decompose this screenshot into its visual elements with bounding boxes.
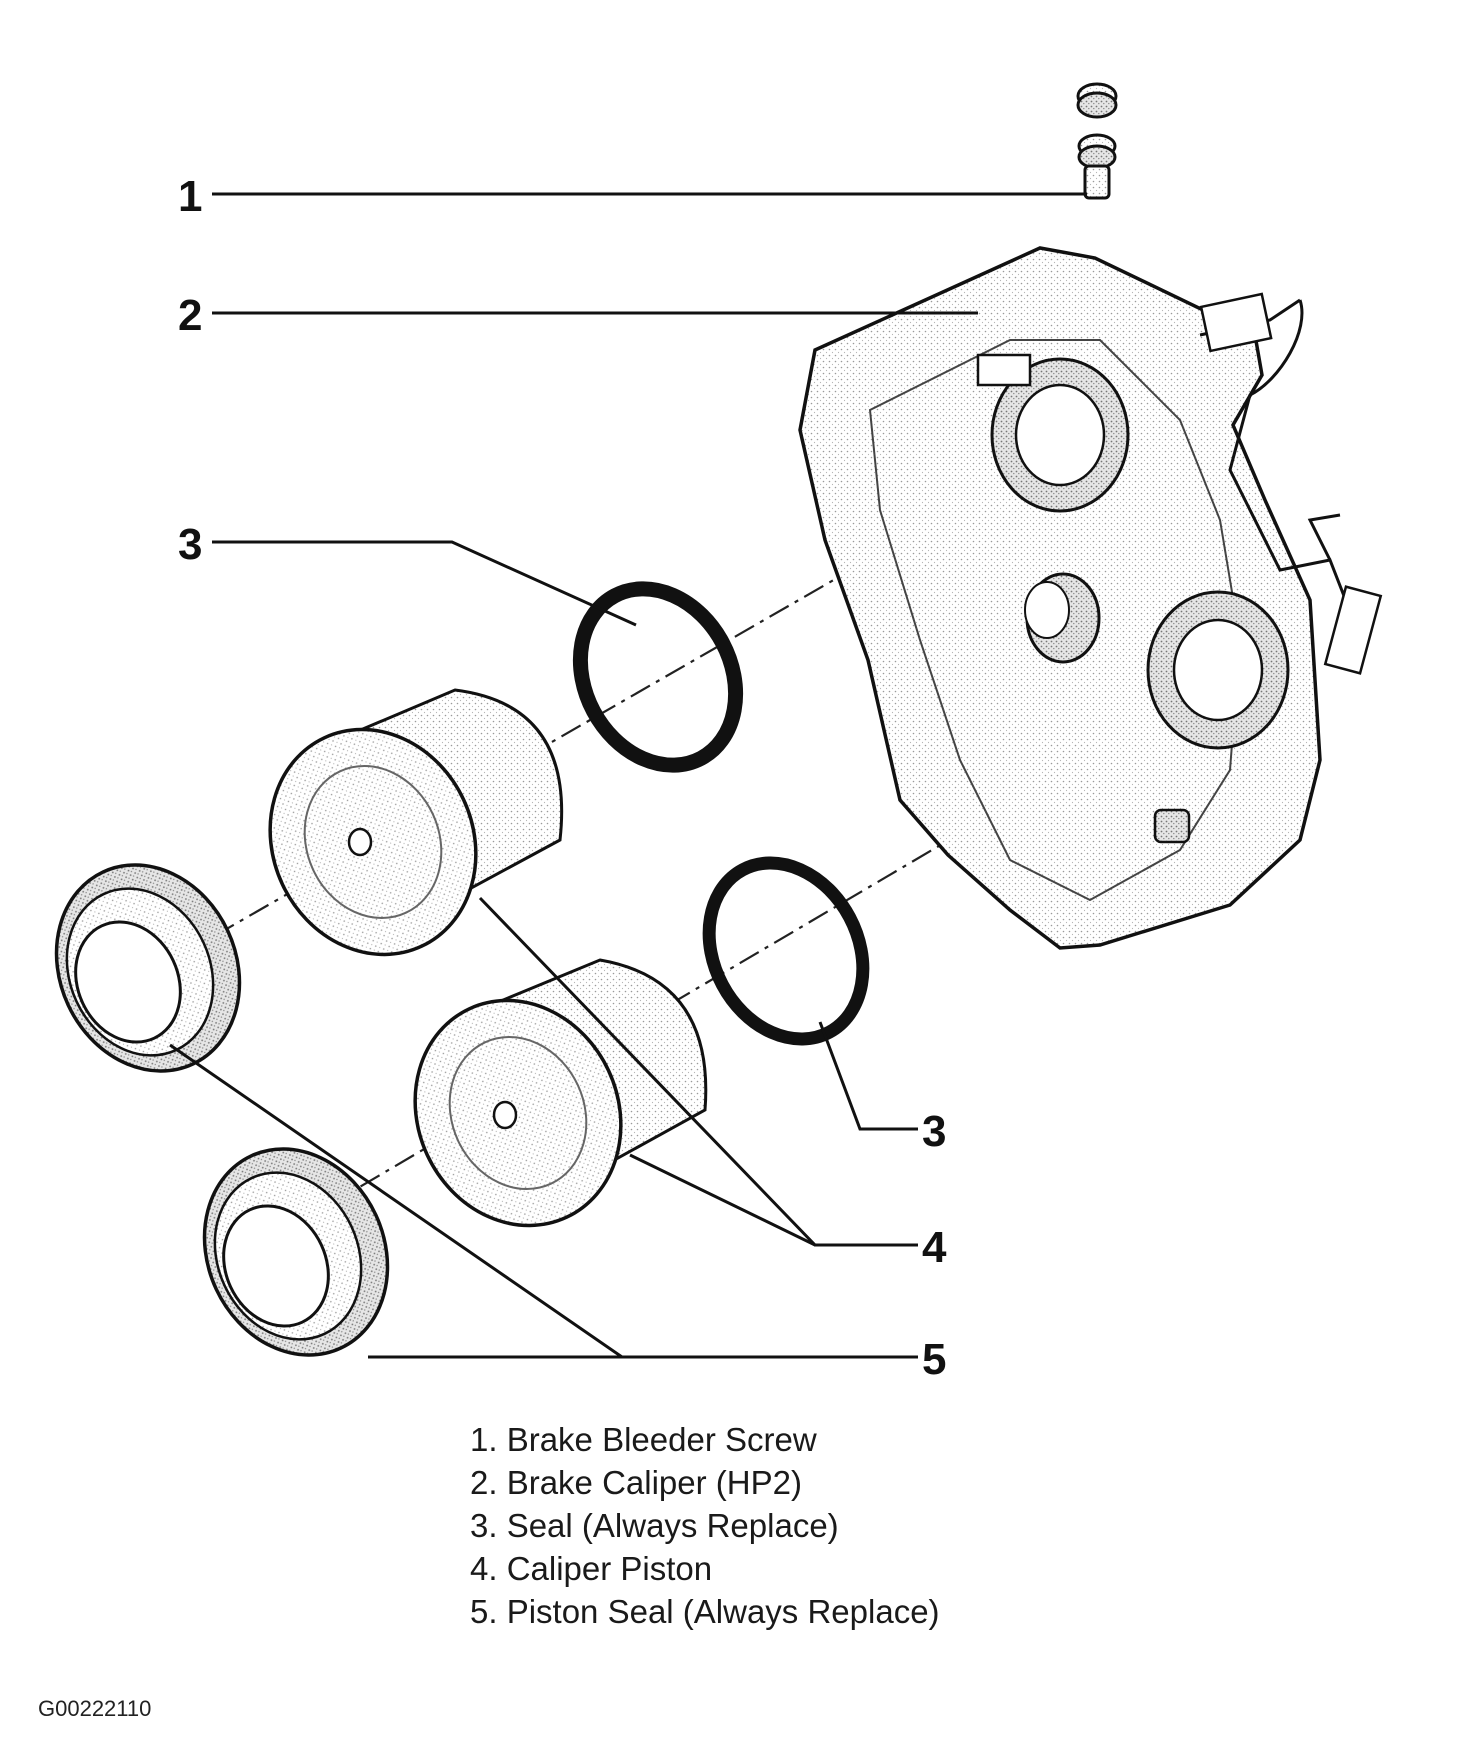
callout-number-3-upper: 3 xyxy=(178,520,202,569)
leader-lines xyxy=(169,192,1087,1359)
leader-line-3-upper xyxy=(212,540,637,627)
piston-seal-lower xyxy=(202,1147,390,1357)
caliper-piston-upper xyxy=(268,688,564,957)
callout-number-5: 5 xyxy=(922,1335,946,1384)
callout-number-3-lower: 3 xyxy=(922,1107,946,1156)
figure-id: G00222110 xyxy=(38,1696,152,1721)
legend-item-4: 4. Caliper Piston xyxy=(470,1550,713,1587)
legend-item-5: 5. Piston Seal (Always Replace) xyxy=(470,1593,940,1630)
callout-number-2: 2 xyxy=(178,291,202,340)
caliper-piston-lower xyxy=(413,958,708,1228)
leader-line-3-lower xyxy=(818,1021,918,1131)
leader-line-4b xyxy=(629,1153,816,1247)
legend-item-2: 2. Brake Caliper (HP2) xyxy=(470,1464,802,1501)
piston-seal-upper xyxy=(54,863,242,1073)
bleeder-screw xyxy=(1076,82,1118,200)
seal-lower xyxy=(702,856,870,1046)
callout-number-4: 4 xyxy=(922,1223,947,1272)
legend-item-1: 1. Brake Bleeder Screw xyxy=(470,1421,817,1458)
parts-legend: 1. Brake Bleeder Screw 2. Brake Caliper … xyxy=(470,1418,940,1633)
callout-number-1: 1 xyxy=(178,172,202,221)
seal-upper xyxy=(572,581,744,773)
brake-caliper-body xyxy=(798,246,1383,950)
legend-item-3: 3. Seal (Always Replace) xyxy=(470,1507,839,1544)
